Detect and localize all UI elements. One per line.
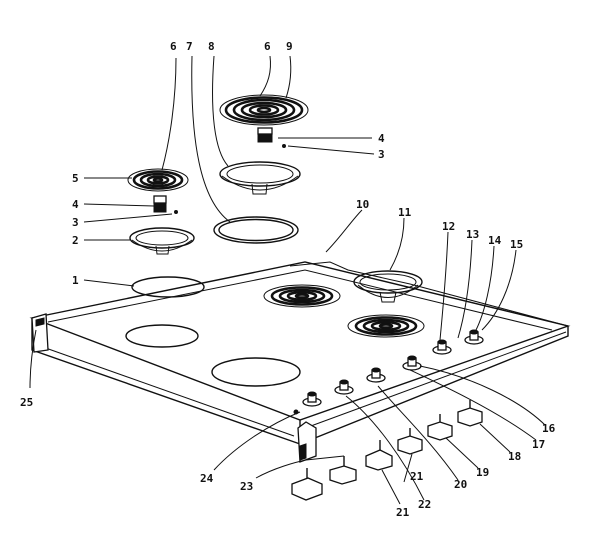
callout-2: 2 — [72, 234, 79, 247]
callout-1: 1 — [72, 274, 79, 287]
callout-22: 22 — [418, 498, 431, 511]
back-riser — [289, 261, 569, 327]
callout-9: 9 — [286, 40, 293, 53]
callout-24: 24 — [200, 472, 214, 485]
loose-knob-e — [427, 414, 453, 441]
callout-23: 23 — [240, 480, 253, 493]
callout-4-left: 4 — [72, 198, 79, 211]
callout-12: 12 — [442, 220, 455, 233]
loose-knobs — [291, 400, 483, 501]
panel-knobs — [293, 329, 484, 415]
burner-opening-left-rear — [125, 324, 199, 348]
callout-20: 20 — [454, 478, 467, 491]
loose-knob-f — [457, 400, 483, 427]
large-screw — [282, 144, 286, 148]
small-drip-pan — [129, 227, 195, 255]
callout-6-left: 6 — [170, 40, 177, 53]
callout-8: 8 — [208, 40, 215, 53]
callout-3-left: 3 — [72, 216, 79, 229]
burner-opening-left-front — [211, 357, 301, 387]
callout-6-right: 6 — [264, 40, 271, 53]
trim-ring-left-front — [131, 276, 205, 298]
callout-17: 17 — [532, 438, 545, 451]
callout-25: 25 — [20, 396, 33, 409]
large-trim-ring — [213, 216, 299, 244]
callout-21-right: 21 — [410, 470, 424, 483]
callout-21: 21 — [396, 506, 410, 519]
large-coil-element — [219, 94, 309, 126]
front-post — [297, 421, 317, 463]
callout-7: 7 — [186, 40, 193, 53]
callout-10: 10 — [356, 198, 369, 211]
loose-knob-d — [397, 428, 423, 455]
callout-16: 16 — [542, 422, 556, 435]
callout-3-right: 3 — [378, 148, 385, 161]
callout-19: 19 — [476, 466, 489, 479]
callout-13: 13 — [466, 228, 479, 241]
small-screw — [174, 210, 178, 214]
loose-knob-b — [329, 456, 357, 485]
leader-lines — [29, 55, 547, 505]
large-drip-pan — [219, 161, 301, 195]
callout-11: 11 — [398, 206, 412, 219]
small-coil-element — [127, 168, 189, 192]
small-terminal-block — [153, 195, 167, 213]
callout-18: 18 — [508, 450, 521, 463]
installed-coil-rear-right — [263, 284, 341, 308]
drip-pan-11 — [353, 270, 423, 303]
loose-knob-a — [291, 468, 323, 501]
large-terminal-block — [257, 127, 273, 143]
callout-14: 14 — [488, 234, 502, 247]
callout-15: 15 — [510, 238, 523, 251]
installed-coil-front-right — [347, 314, 425, 338]
callout-labels: 6 7 8 6 9 4 3 5 4 3 2 1 10 11 12 13 14 1… — [20, 40, 556, 519]
loose-knob-c — [365, 440, 393, 471]
callout-5: 5 — [72, 172, 79, 185]
callout-4-right: 4 — [378, 132, 385, 145]
